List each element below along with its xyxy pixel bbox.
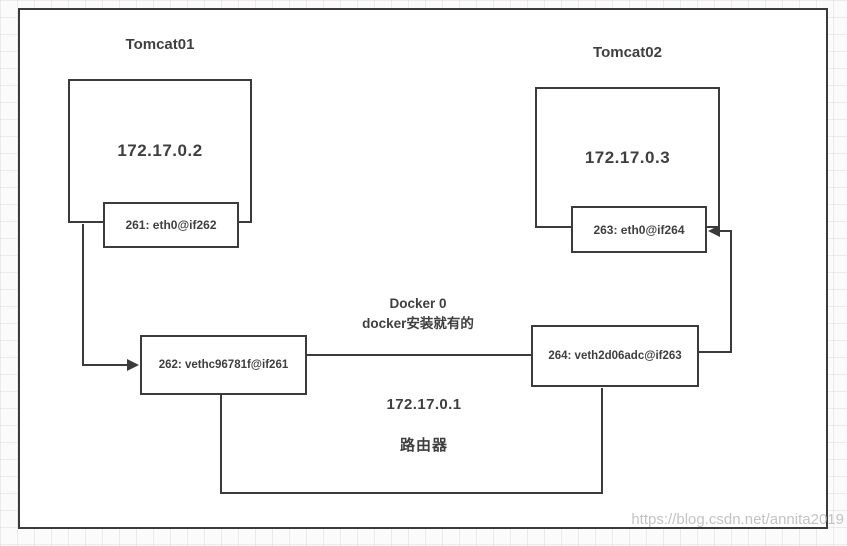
arrowhead-into-eth263	[708, 225, 720, 237]
eth261-label: 261: eth0@if262	[125, 218, 217, 232]
watermark-url: https://blog.csdn.net/annita2019	[631, 511, 844, 528]
tomcat01-title: Tomcat01	[125, 36, 195, 53]
docker0-title: Docker 0	[389, 296, 447, 311]
router-label: 路由器	[399, 437, 448, 454]
router-ip: 172.17.0.1	[386, 396, 462, 413]
docker0-bridge-label: Docker 0 docker安装就有的	[318, 294, 518, 333]
docker0-note: docker安装就有的	[362, 315, 474, 331]
veth262-label: 262: vethc96781f@if261	[158, 359, 289, 371]
veth262-interface-box: 262: vethc96781f@if261	[140, 335, 307, 395]
tomcat02-ip: 172.17.0.3	[584, 147, 671, 167]
connector-veth264-to-eth263	[698, 230, 732, 353]
eth261-interface-box: 261: eth0@if262	[103, 202, 239, 248]
tomcat01-container-box: 172.17.0.2	[68, 79, 252, 223]
veth264-label: 264: veth2d06adc@if263	[548, 350, 682, 362]
eth263-interface-box: 263: eth0@if264	[571, 206, 707, 253]
tomcat01-ip: 172.17.0.2	[117, 141, 203, 160]
eth263-label: 263: eth0@if264	[593, 222, 685, 237]
connector-bottom-loop	[220, 388, 603, 494]
veth264-interface-box: 264: veth2d06adc@if263	[531, 325, 699, 387]
tomcat02-title: Tomcat02	[593, 44, 662, 61]
arrowhead-into-veth262	[127, 359, 139, 371]
connector-tomcat01-to-veth262	[82, 224, 128, 366]
